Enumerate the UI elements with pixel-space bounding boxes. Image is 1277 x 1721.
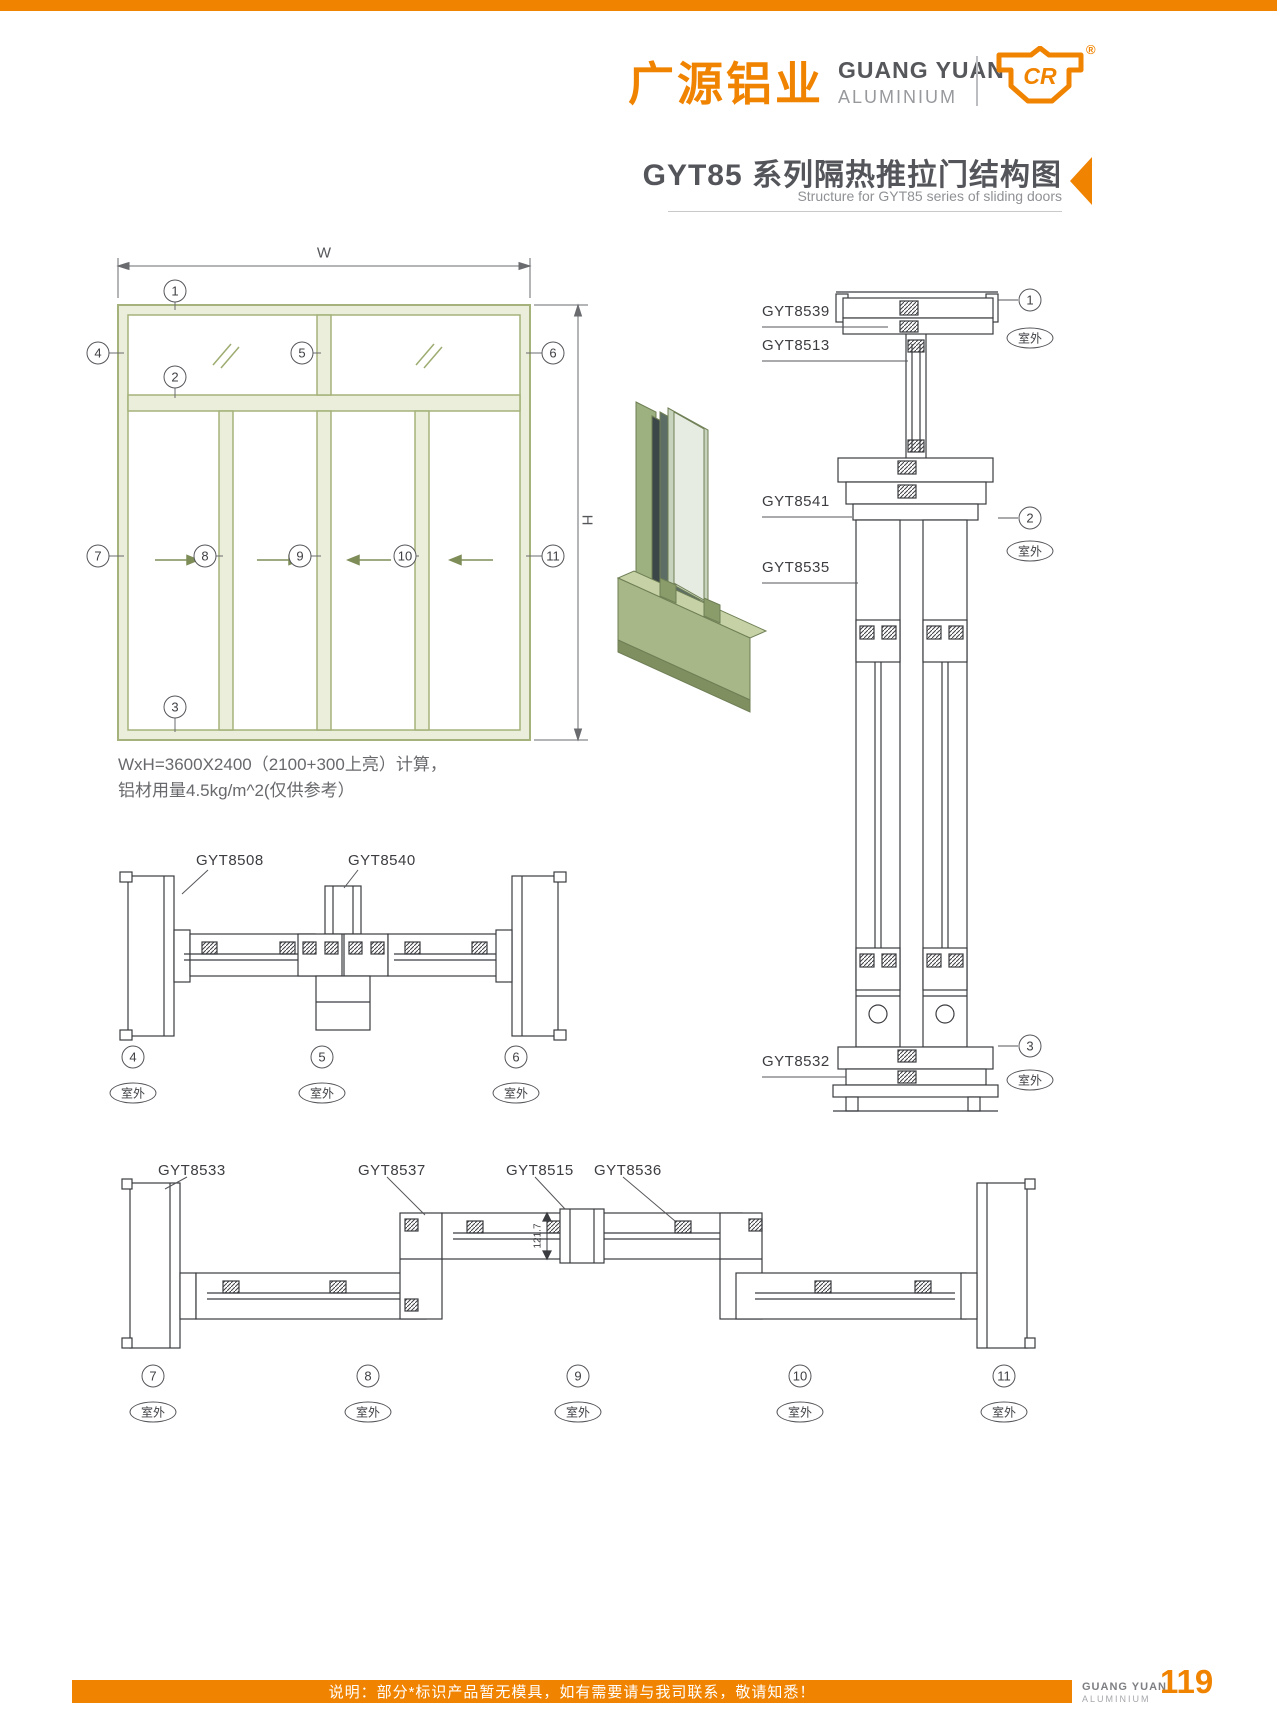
- footer-bar: 说明：部分*标识产品暂无模具，如有需要请与我司联系，敬请知悉！: [72, 1680, 1072, 1703]
- bsec-callout-11: 11: [992, 1364, 1016, 1388]
- elevation-callout-8: 8: [193, 544, 217, 568]
- brand-name-english-block: GUANG YUAN ALUMINIUM: [838, 57, 1005, 108]
- outdoor-label: 室外: [554, 1401, 602, 1423]
- brand-name-chinese: 广源铝业: [628, 58, 824, 110]
- outdoor-label: 室外: [298, 1082, 346, 1104]
- elevation-drawing: [109, 258, 588, 742]
- product-3d-render: [616, 401, 768, 713]
- msec-callout-6: 6: [504, 1045, 528, 1069]
- part-label-gyt8535: GYT8535: [762, 559, 830, 576]
- company-logo: CR: [992, 45, 1088, 112]
- part-label-gyt8508: GYT8508: [196, 852, 264, 869]
- bottom-section-profiles: [121, 1178, 1036, 1349]
- vsec-callout-3: 3: [1018, 1034, 1042, 1058]
- msec-callout-5: 5: [310, 1045, 334, 1069]
- dimension-lines: [109, 258, 588, 742]
- brand-subtitle: ALUMINIUM: [838, 87, 958, 107]
- elevation-callout-10: 10: [393, 544, 417, 568]
- part-label-gyt8533: GYT8533: [158, 1162, 226, 1179]
- outdoor-label: 室外: [492, 1082, 540, 1104]
- title-arrow-marker: [1070, 157, 1092, 205]
- outdoor-label: 室外: [109, 1082, 157, 1104]
- dim-121-7: 121.7: [532, 1223, 544, 1249]
- outdoor-label: 室外: [1006, 327, 1054, 349]
- elevation-callout-9: 9: [288, 544, 312, 568]
- outdoor-label: 室外: [1006, 1069, 1054, 1091]
- vertical-section-leader-lines: [762, 299, 1018, 1078]
- outdoor-label: 室外: [776, 1401, 824, 1423]
- part-label-gyt8539: GYT8539: [762, 303, 830, 320]
- bsec-callout-10: 10: [788, 1364, 812, 1388]
- bsec-callout-7: 7: [141, 1364, 165, 1388]
- footer-brand-english: GUANG YUAN: [1082, 1681, 1167, 1693]
- middle-section-profiles: [119, 871, 567, 1041]
- calc-note-line1: WxH=3600X2400（2100+300上亮）计算，: [118, 755, 447, 774]
- brand-name-english: GUANG YUAN: [838, 57, 1005, 83]
- glazing-marks: [212, 343, 443, 369]
- top-accent-bar: [0, 0, 1277, 11]
- dim-width-label: W: [316, 244, 332, 262]
- elevation-callout-11: 11: [541, 544, 565, 568]
- bottom-section-leader-lines: [164, 1176, 676, 1222]
- bsec-callout-8: 8: [356, 1364, 380, 1388]
- registered-mark: ®: [1086, 42, 1096, 57]
- outdoor-label: 室外: [1006, 540, 1054, 562]
- bsec-callout-9: 9: [566, 1364, 590, 1388]
- elevation-callout-3: 3: [163, 695, 187, 719]
- vertical-section-drawing: [762, 291, 1018, 1112]
- part-label-gyt8537: GYT8537: [358, 1162, 426, 1179]
- outdoor-label: 室外: [980, 1401, 1028, 1423]
- brand-divider: [976, 56, 978, 106]
- elevation-callout-6: 6: [541, 341, 565, 365]
- door-frame: [117, 304, 531, 741]
- vsec-callout-1: 1: [1018, 288, 1042, 312]
- footer-brand-block: GUANG YUAN ALUMINIUM: [1082, 1681, 1167, 1704]
- middle-section-leader-lines: [181, 869, 359, 895]
- part-label-gyt8532: GYT8532: [762, 1053, 830, 1070]
- part-label-gyt8515: GYT8515: [506, 1162, 574, 1179]
- msec-callout-4: 4: [121, 1045, 145, 1069]
- vertical-section-profiles: [832, 291, 999, 1112]
- page-subtitle: Structure for GYT85 series of sliding do…: [797, 188, 1062, 204]
- part-label-gyt8540: GYT8540: [348, 852, 416, 869]
- elevation-callout-4: 4: [86, 341, 110, 365]
- outdoor-label: 室外: [344, 1401, 392, 1423]
- bottom-section-drawing: [121, 1176, 1036, 1349]
- elevation-callout-2: 2: [163, 365, 187, 389]
- elevation-callout-5: 5: [290, 341, 314, 365]
- part-label-gyt8536: GYT8536: [594, 1162, 662, 1179]
- middle-section-drawing: [119, 869, 567, 1041]
- outdoor-label: 室外: [129, 1401, 177, 1423]
- logo-letters: CR: [1023, 63, 1057, 89]
- calc-note-line2: 铝材用量4.5kg/m^2(仅供参考）: [118, 781, 355, 800]
- part-label-gyt8541: GYT8541: [762, 493, 830, 510]
- company-logo-shield-icon: CR: [996, 45, 1084, 104]
- dim-height-label: H: [578, 514, 596, 526]
- elevation-callout-7: 7: [86, 544, 110, 568]
- title-rule: [668, 211, 1062, 212]
- footer-note: 说明：部分*标识产品暂无模具，如有需要请与我司联系，敬请知悉！: [328, 1684, 816, 1701]
- part-label-gyt8513: GYT8513: [762, 337, 830, 354]
- vsec-callout-2: 2: [1018, 506, 1042, 530]
- page-number: 119: [1160, 1663, 1214, 1700]
- elevation-callout-1: 1: [163, 279, 187, 303]
- footer-brand-subtitle: ALUMINIUM: [1082, 1694, 1151, 1704]
- page-title: GYT85 系列隔热推拉门结构图: [642, 159, 1062, 192]
